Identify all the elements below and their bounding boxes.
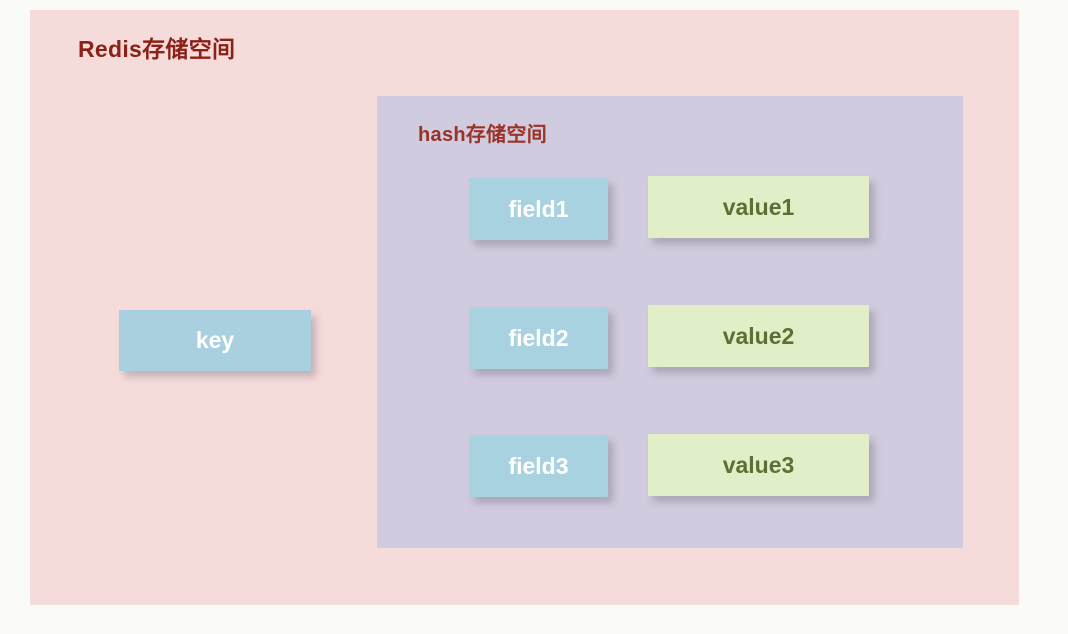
hash-storage-title: hash存储空间	[418, 124, 548, 146]
field-box-3: field3	[469, 435, 608, 497]
field-box-1: field1	[469, 178, 608, 240]
field-box-2: field2	[469, 307, 608, 369]
value-box-2: value2	[648, 305, 869, 367]
redis-storage-title: Redis存储空间	[78, 36, 236, 62]
key-box: key	[119, 310, 311, 371]
value-box-3: value3	[648, 434, 869, 496]
value-box-1: value1	[648, 176, 869, 238]
